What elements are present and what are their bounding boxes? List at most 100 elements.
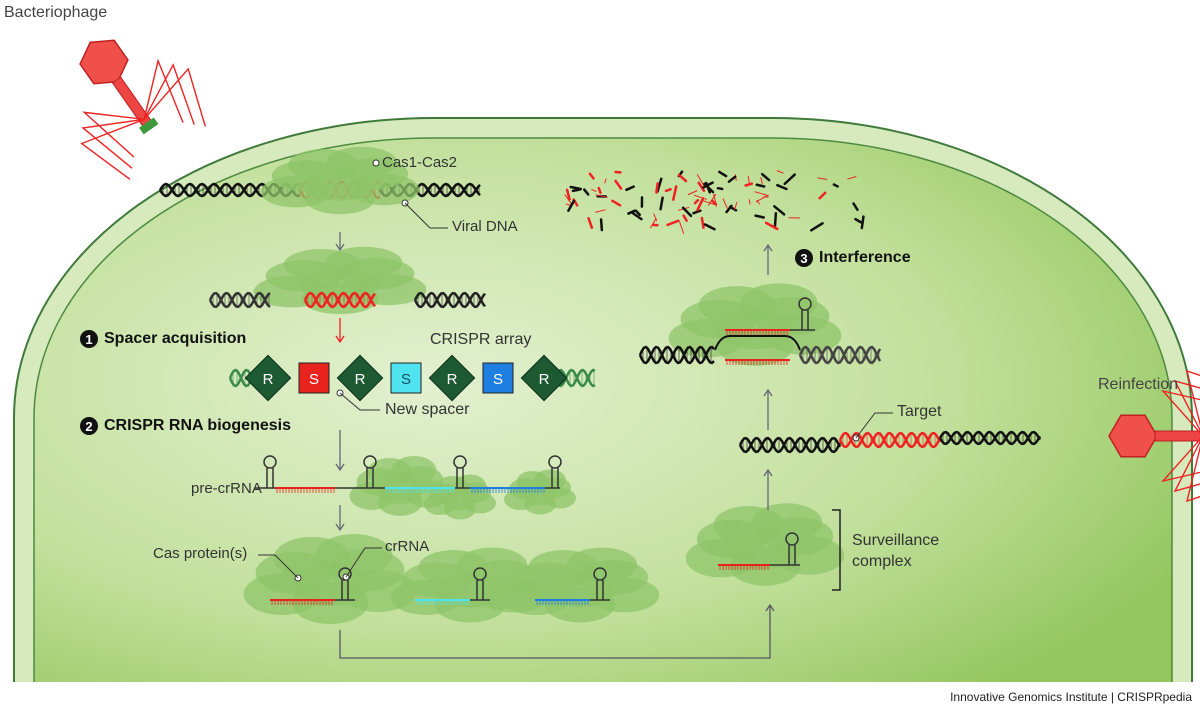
viral-dna-label: Viral DNA bbox=[452, 218, 518, 235]
target-dna bbox=[798, 345, 882, 365]
tail-fiber bbox=[80, 118, 145, 180]
array-letter: R bbox=[539, 371, 550, 388]
loop bbox=[263, 455, 277, 469]
array-letter: R bbox=[447, 371, 458, 388]
repeat-element: R bbox=[520, 354, 568, 402]
degraded-dna-fragment bbox=[681, 206, 693, 218]
dna-strand bbox=[553, 368, 596, 388]
protein-lobe bbox=[751, 503, 823, 542]
surveillance-line1: Surveillance bbox=[852, 532, 940, 549]
tail-fiber bbox=[1173, 379, 1200, 437]
viral-dna-leader bbox=[404, 202, 448, 229]
degraded-dna-fragment bbox=[702, 181, 714, 189]
degraded-dna-fragment bbox=[588, 172, 595, 180]
array-letter: S bbox=[401, 371, 411, 388]
degraded-dna-fragment bbox=[587, 217, 594, 229]
tail-fiber bbox=[81, 118, 145, 169]
degraded-dna-fragment bbox=[773, 212, 778, 228]
degraded-dna-fragment bbox=[659, 196, 664, 211]
degraded-dna-fragment bbox=[755, 183, 766, 188]
degraded-dna-fragment bbox=[672, 185, 678, 201]
degraded-dna-fragment bbox=[776, 183, 788, 191]
degraded-dna-fragment bbox=[703, 182, 715, 194]
repeat-diamond bbox=[428, 354, 476, 402]
reinfecting-dna bbox=[938, 430, 1042, 446]
degraded-dna-fragment bbox=[611, 199, 622, 207]
repeat-diamond bbox=[244, 354, 292, 402]
protein-lobe bbox=[326, 146, 398, 179]
degraded-dna-fragment bbox=[693, 194, 707, 200]
crrna-spacer bbox=[415, 599, 470, 605]
tail-fiber bbox=[1173, 435, 1200, 493]
crrna-label: crRNA bbox=[385, 538, 430, 555]
spacer-fragment bbox=[303, 291, 376, 309]
spacer-element: S bbox=[390, 362, 422, 394]
degraded-dna-fragment bbox=[677, 173, 688, 183]
degraded-dna-fragment bbox=[679, 221, 685, 234]
step-number-badge: 2 bbox=[80, 417, 98, 435]
repeat-hairpin bbox=[263, 455, 277, 488]
step-title: Spacer acquisition bbox=[104, 330, 247, 347]
surveillance-line2: complex bbox=[852, 553, 912, 570]
loop bbox=[785, 532, 799, 546]
degraded-dna-fragment bbox=[565, 188, 571, 201]
degraded-dna-fragment bbox=[564, 194, 572, 205]
arrow-head bbox=[763, 468, 773, 477]
spacer-element: S bbox=[482, 362, 514, 394]
tail-fiber bbox=[1161, 389, 1200, 437]
loop bbox=[453, 455, 467, 469]
step-number-badge: 1 bbox=[80, 330, 98, 348]
pre-crrna-spacer bbox=[275, 487, 335, 493]
crispr-array-label: CRISPR array bbox=[430, 331, 532, 348]
degraded-dna-fragment bbox=[852, 202, 859, 211]
spacer-square bbox=[482, 362, 514, 394]
cas-proteins-label: Cas protein(s) bbox=[153, 545, 248, 562]
degraded-dna-fragment bbox=[832, 183, 839, 188]
protein-lobe bbox=[315, 534, 393, 576]
dna-strand bbox=[638, 345, 715, 365]
degraded-dna-fragment bbox=[776, 170, 784, 174]
arrow-head bbox=[335, 463, 345, 472]
step-number-badge: 3 bbox=[795, 249, 813, 267]
cleaved-dna-fragment bbox=[208, 291, 271, 309]
protein-lobe bbox=[434, 587, 506, 623]
tail-fiber bbox=[1186, 369, 1200, 437]
degraded-dna-fragment bbox=[725, 204, 733, 214]
protein-lobe bbox=[325, 246, 403, 279]
repeat-element: R bbox=[336, 354, 384, 402]
reinfecting-phage-icon bbox=[1108, 369, 1200, 503]
degraded-dna-fragment bbox=[595, 194, 608, 198]
step-title: CRISPR RNA biogenesis bbox=[104, 417, 291, 434]
degraded-dna-fragment bbox=[783, 173, 796, 186]
degraded-dna-fragment bbox=[604, 178, 607, 184]
degraded-dna-fragment bbox=[597, 186, 602, 195]
degraded-dna-fragment bbox=[591, 188, 597, 192]
degraded-dna-fragment bbox=[631, 211, 643, 221]
credit-footer: Innovative Genomics Institute | CRISPRpe… bbox=[950, 690, 1192, 704]
repeat-hairpin bbox=[363, 455, 377, 488]
connector-arrow-line bbox=[339, 605, 771, 659]
degraded-dna-fragment bbox=[773, 205, 786, 216]
tail-fiber bbox=[143, 58, 184, 123]
degraded-dna-fragment bbox=[569, 185, 583, 191]
degraded-dna-fragment bbox=[744, 182, 754, 187]
protein-lobe bbox=[377, 488, 423, 516]
surveillance-crrna bbox=[718, 564, 770, 570]
degraded-dna-fragment bbox=[716, 186, 724, 191]
target-label: Target bbox=[897, 403, 942, 420]
pre-crrna-spacer bbox=[385, 487, 455, 493]
degraded-dna-fragment bbox=[748, 199, 751, 205]
spacer-square bbox=[298, 362, 330, 394]
rloop-target bbox=[725, 359, 790, 365]
degraded-dna-fragment bbox=[747, 176, 750, 184]
cas1-cas2-label: Cas1-Cas2 bbox=[382, 154, 458, 171]
loop bbox=[593, 567, 607, 581]
degraded-dna-fragment bbox=[854, 217, 863, 224]
degraded-dna-fragment bbox=[634, 209, 641, 216]
arrow-head bbox=[335, 243, 345, 252]
degraded-dna-fragment bbox=[653, 213, 658, 222]
degraded-dna-fragment bbox=[687, 190, 698, 196]
target-protospacer bbox=[838, 431, 942, 449]
crrna-hairpin bbox=[593, 567, 607, 600]
dna-strand bbox=[208, 291, 271, 309]
